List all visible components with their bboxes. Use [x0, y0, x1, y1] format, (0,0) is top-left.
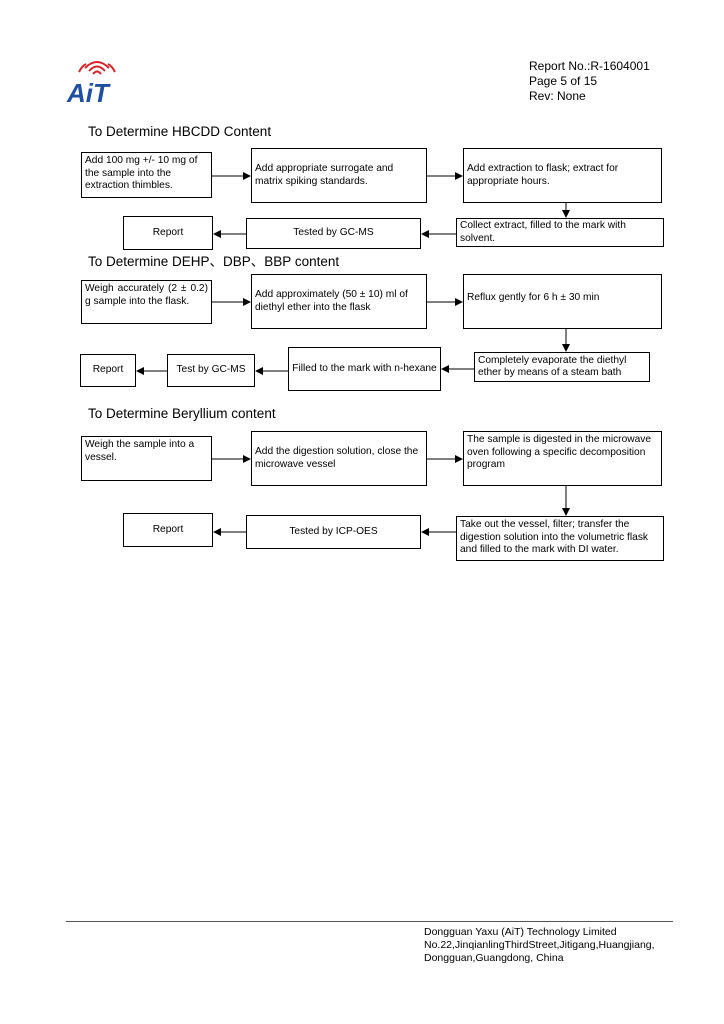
- footer-address: Dongguan Yaxu (AiT) Technology Limited N…: [424, 926, 655, 965]
- section-title-beryllium: To Determine Beryllium content: [88, 406, 276, 421]
- beryllium-step-filter: Take out the vessel, filter; transfer th…: [456, 516, 664, 561]
- phthalate-step-weigh: Weigh accurately (2 ± 0.2) g sample into…: [81, 280, 212, 324]
- step-text: Completely evaporate the diethyl ether b…: [478, 354, 627, 379]
- beryllium-step-digestion: Add the digestion solution, close the mi…: [251, 431, 427, 486]
- logo-wordmark: AiT: [66, 78, 111, 104]
- phthalate-step-ether: Add approximately (50 ± 10) ml of diethy…: [251, 274, 427, 329]
- hbcdd-step-gcms: Tested by GC-MS: [246, 218, 421, 249]
- section-title-hbcdd: To Determine HBCDD Content: [88, 124, 272, 139]
- report-header: Report No.:R-1604001 Page 5 of 15 Rev: N…: [529, 59, 650, 104]
- beryllium-step-microwave: The sample is digested in the microwave …: [463, 431, 662, 486]
- step-text: Report: [152, 523, 184, 535]
- step-text: Take out the vessel, filter; transfer th…: [460, 519, 649, 555]
- step-text: Report: [92, 364, 124, 376]
- footer-address-line2: Dongguan,Guangdong, China: [424, 952, 564, 964]
- hbcdd-step-sample: Add 100 mg +/- 10 mg of the sample into …: [81, 152, 212, 198]
- beryllium-step-weigh: Weigh the sample into a vessel.: [81, 436, 212, 481]
- step-text: Collect extract, filled to the mark with…: [460, 220, 626, 244]
- hbcdd-step-report: Report: [123, 216, 213, 250]
- step-text: Add 100 mg +/- 10 mg of the sample into …: [85, 155, 198, 191]
- footer-company: Dongguan Yaxu (AiT) Technology Limited: [424, 926, 617, 938]
- phthalate-step-report: Report: [80, 354, 136, 387]
- phthalate-step-evaporate: Completely evaporate the diethyl ether b…: [474, 352, 650, 382]
- hbcdd-step-extraction: Add extraction to flask; extract for app…: [463, 148, 662, 203]
- step-text: Add extraction to flask; extract for app…: [467, 163, 619, 187]
- beryllium-step-report: Report: [123, 513, 213, 547]
- hbcdd-step-collect: Collect extract, filled to the mark with…: [456, 218, 664, 247]
- step-text: Report: [152, 226, 184, 238]
- revision: Rev: None: [529, 89, 586, 103]
- step-text: Tested by GC-MS: [293, 227, 374, 239]
- hbcdd-step-spiking: Add appropriate surrogate and matrix spi…: [251, 148, 427, 203]
- step-text: The sample is digested in the microwave …: [467, 434, 652, 470]
- page-number: Page 5 of 15: [529, 74, 598, 88]
- beryllium-step-icpoes: Tested by ICP-OES: [246, 515, 421, 549]
- phthalate-step-gcms: Test by GC-MS: [167, 354, 255, 387]
- section-title-phthalates: To Determine DEHP、DBP、BBP content: [88, 254, 340, 269]
- step-text: Add appropriate surrogate and matrix spi…: [255, 163, 394, 187]
- step-text: Reflux gently for 6 h ± 30 min: [467, 292, 600, 303]
- step-text: Tested by ICP-OES: [289, 525, 378, 537]
- step-text: Add approximately (50 ± 10) ml of diethy…: [255, 289, 408, 313]
- report-number: Report No.:R-1604001: [529, 59, 650, 73]
- step-text: Weigh the sample into a vessel.: [85, 439, 195, 463]
- ait-logo: AiT: [66, 61, 116, 104]
- footer-address-line1: No.22,JinqianlingThirdStreet,Jitigang,Hu…: [424, 939, 655, 951]
- step-text: Test by GC-MS: [176, 364, 246, 376]
- footer-divider: [66, 921, 673, 922]
- signal-waves-icon: [78, 61, 116, 75]
- step-text: Weigh accurately (2 ± 0.2) g sample into…: [85, 283, 208, 307]
- step-text: Add the digestion solution, close the mi…: [255, 446, 419, 470]
- phthalate-step-reflux: Reflux gently for 6 h ± 30 min: [463, 274, 662, 329]
- step-text: Filled to the mark with n-hexane: [292, 362, 437, 374]
- phthalate-step-hexane: Filled to the mark with n-hexane: [288, 347, 441, 391]
